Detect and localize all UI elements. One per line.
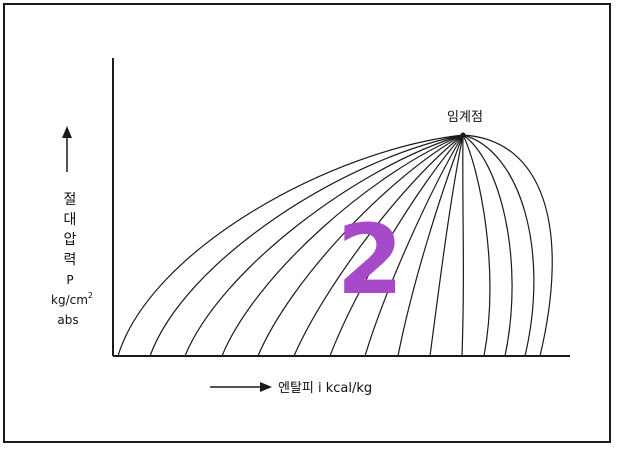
y-axis-label-char-3: 압 — [64, 232, 77, 248]
y-axis-label-char-2: 대 — [64, 212, 77, 228]
overlay-number: 2 — [337, 204, 404, 316]
curve-line — [462, 134, 553, 357]
curve-family — [117, 134, 553, 357]
figure-frame — [3, 3, 611, 443]
curve-line — [329, 134, 464, 357]
x-axis-label: 엔탈피 i kcal/kg — [278, 381, 372, 396]
curve-line — [257, 134, 464, 357]
critical-point-marker — [460, 132, 466, 138]
curve-line — [397, 134, 464, 357]
y-axis-arrow-head — [62, 126, 72, 138]
curve-line — [462, 134, 513, 357]
curve-line — [149, 134, 464, 357]
curve-line — [221, 134, 464, 357]
y-axis-unit-superscript: 2 — [88, 291, 93, 300]
curve-line — [461, 134, 464, 357]
x-axis-arrow-head — [260, 382, 272, 392]
y-axis-unit: kg/cm2 — [51, 291, 93, 307]
curve-line — [293, 134, 464, 357]
curve-line — [184, 134, 464, 357]
y-axis-label-char-1: 절 — [64, 192, 77, 208]
y-axis-label-char-4: 력 — [64, 252, 77, 268]
curve-line — [462, 134, 491, 357]
curve-line — [462, 134, 535, 357]
y-axis-unit-suffix: abs — [57, 313, 78, 327]
y-axis-symbol: P — [66, 273, 73, 287]
critical-point-label: 임계점 — [447, 110, 483, 125]
curve-line — [117, 134, 464, 357]
curve-line — [364, 134, 464, 357]
curve-line — [429, 134, 464, 357]
